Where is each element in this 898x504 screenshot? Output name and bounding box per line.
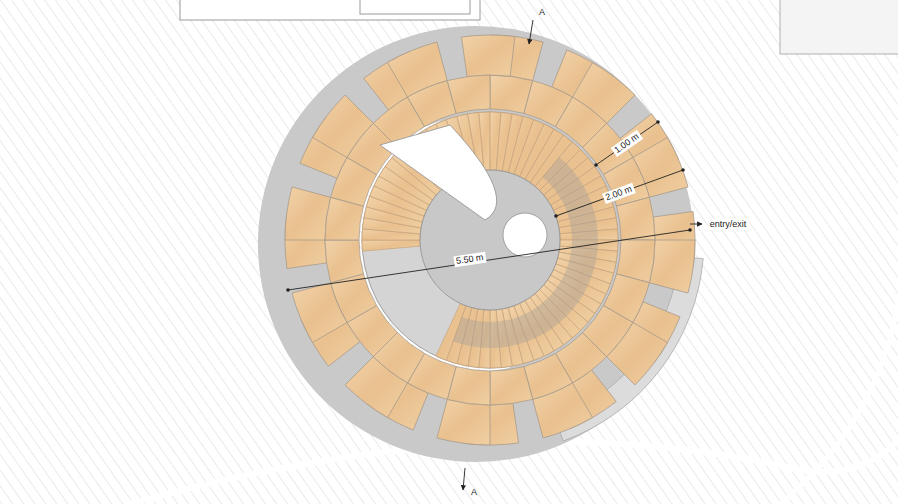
wood-block: [437, 399, 490, 445]
wood-block: [617, 197, 655, 240]
wood-block: [490, 367, 533, 405]
entry-arrow: [690, 224, 702, 225]
wood-block: [649, 240, 695, 293]
dimension-dot: [554, 214, 558, 218]
wood-block: [325, 240, 363, 283]
dimension-lines: [286, 20, 702, 490]
ring-structure: [258, 26, 703, 462]
dimension-dot: [688, 228, 692, 232]
building-outline: [780, 0, 898, 54]
path-edge: [780, 300, 898, 504]
dimension-line: [288, 230, 690, 290]
open-cutout: [503, 213, 547, 257]
dimension-line: [556, 170, 683, 216]
bench-outline: [180, 0, 480, 20]
section-arrow: [463, 468, 465, 490]
section-mark: A: [539, 8, 545, 17]
ramp-plank: [362, 240, 420, 251]
dimension-line: [596, 122, 658, 165]
dimension-dot: [286, 288, 290, 292]
dimension-dot: [594, 163, 598, 167]
entry-label: entry/exit: [708, 219, 749, 230]
dimension-dot: [681, 168, 685, 172]
open-cutout: [380, 125, 497, 220]
inner-floor: [362, 112, 618, 368]
section-arrow: [529, 20, 533, 44]
wood-block: [447, 75, 490, 113]
dimension-dot: [656, 120, 660, 124]
wood-block: [285, 187, 331, 240]
section-mark: A: [471, 488, 477, 497]
bench-outline: [360, 0, 470, 14]
wood-block: [461, 35, 515, 77]
